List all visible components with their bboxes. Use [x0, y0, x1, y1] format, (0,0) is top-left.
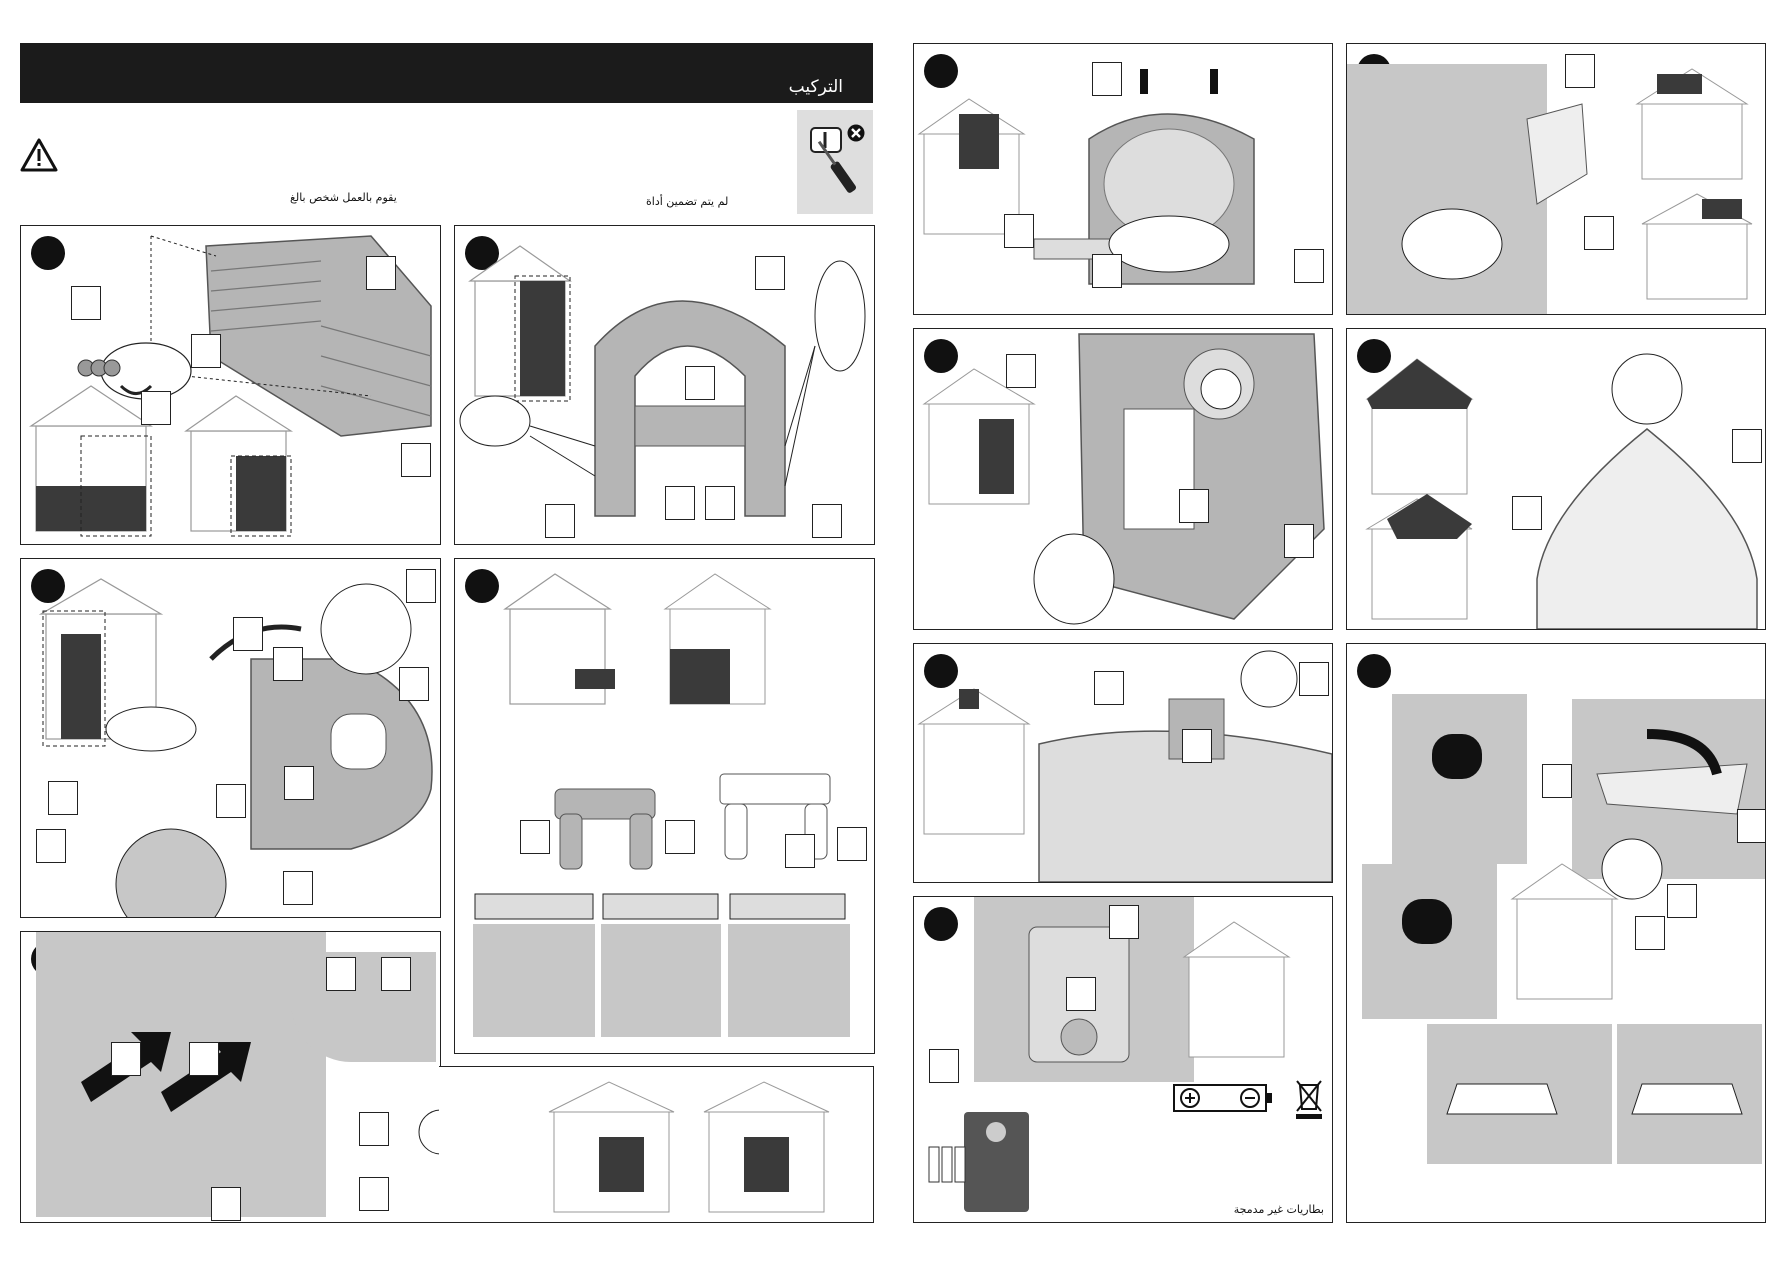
part-label-box [1294, 249, 1324, 283]
part-label-box [1066, 977, 1096, 1011]
part-label-box [1584, 216, 1614, 250]
part-label-box [48, 781, 78, 815]
crossed-bin-icon [1296, 1080, 1322, 1119]
chimney-illustration [917, 650, 1332, 882]
step-panel-12 [1346, 643, 1766, 1223]
part-label-box [406, 569, 436, 603]
door-detail-photo [291, 952, 436, 1062]
part-label-box [191, 334, 221, 368]
part-label-box [685, 366, 715, 400]
part-label-box [1092, 62, 1122, 96]
part-label-box [520, 820, 550, 854]
part-label-box [929, 1049, 959, 1083]
part-label-box [1635, 916, 1665, 950]
step-panel-4 [454, 558, 875, 1054]
part-label-box [36, 829, 66, 863]
part-label-box [273, 647, 303, 681]
part-label-box [1732, 429, 1762, 463]
roof-illustration [1365, 353, 1758, 629]
no-tools-note: لم يتم تضمين أداة [646, 195, 729, 208]
step-panel-6 [913, 43, 1333, 315]
step-marker [924, 339, 958, 373]
part-label-box [1094, 671, 1124, 705]
step-panel-8 [913, 328, 1333, 630]
part-label-box [665, 820, 695, 854]
warning-triangle-icon [20, 138, 58, 172]
batteries-note: بطاريات غير مدمجة [1233, 1203, 1324, 1216]
step-marker [1357, 654, 1391, 688]
door-panel-illustration [38, 578, 433, 917]
step-marker [924, 54, 958, 88]
part-label-box [283, 871, 313, 905]
page-title: التركيب [788, 77, 843, 97]
part-label-box [284, 766, 314, 800]
header-bar: التركيب [20, 43, 873, 103]
part-label-box [1004, 214, 1034, 248]
part-label-box [233, 617, 263, 651]
part-label-box [366, 256, 396, 290]
battery-icon [1173, 1084, 1272, 1112]
part-label-box [1109, 905, 1139, 939]
part-label-box [1182, 729, 1212, 763]
part-label-box [705, 486, 735, 520]
step-panel-3 [20, 558, 441, 918]
arch-illustration [459, 245, 866, 517]
part-label-box [1542, 764, 1572, 798]
part-label-box [326, 957, 356, 991]
step-panel-5 [20, 931, 441, 1223]
part-label-box [141, 391, 171, 425]
part-label-box [1565, 54, 1595, 88]
step-marker [924, 654, 958, 688]
front-wall-illustration [917, 69, 1255, 285]
step-marker [31, 569, 65, 603]
part-label-box [545, 504, 575, 538]
part-label-box [71, 286, 101, 320]
part-label-box [837, 827, 867, 861]
step-panel-7 [1346, 43, 1766, 315]
roof-piece-illustration [1401, 68, 1753, 300]
part-label-box [1299, 662, 1329, 696]
part-label-box [755, 256, 785, 290]
step-marker [924, 907, 958, 941]
step-panel-10 [913, 643, 1333, 883]
step-marker [1357, 339, 1391, 373]
part-label-box [189, 1042, 219, 1076]
part-label-box [1092, 254, 1122, 288]
part-label-box [359, 1177, 389, 1211]
part-label-box [1284, 524, 1314, 558]
part-label-box [1512, 496, 1542, 530]
step-panel-9 [1346, 328, 1766, 630]
step-panel-11: بطاريات غير مدمجة [913, 896, 1333, 1223]
step-panel-5-ext [439, 1066, 874, 1223]
bench-illustration [473, 573, 850, 1037]
part-label-box [1179, 489, 1209, 523]
part-label-box [216, 784, 246, 818]
part-label-box [211, 1187, 241, 1221]
part-label-box [111, 1042, 141, 1076]
screwdriver-icon [810, 127, 856, 193]
step-marker [31, 236, 65, 270]
part-label-box [665, 486, 695, 520]
adult-required-note: يقوم بالعمل شخص بالغ [290, 191, 397, 204]
part-label-box [1006, 354, 1036, 388]
step-panel-2 [454, 225, 875, 545]
no-tool-icon [847, 124, 865, 142]
step-marker [465, 569, 499, 603]
side-wall-illustration [922, 333, 1325, 625]
step-panel-1 [20, 225, 441, 545]
door-assembly-photo [36, 932, 326, 1217]
part-label-box [1667, 884, 1697, 918]
tool-box [797, 110, 873, 214]
part-label-box [399, 667, 429, 701]
shelf-illustration [1402, 729, 1748, 1115]
part-label-box [812, 504, 842, 538]
part-label-box [359, 1112, 389, 1146]
part-label-box [401, 443, 431, 477]
part-label-box [785, 834, 815, 868]
part-label-box [381, 957, 411, 991]
part-label-box [1737, 809, 1765, 843]
finished-house-thumbnails [548, 1081, 830, 1213]
battery-illustration [928, 921, 1291, 1212]
